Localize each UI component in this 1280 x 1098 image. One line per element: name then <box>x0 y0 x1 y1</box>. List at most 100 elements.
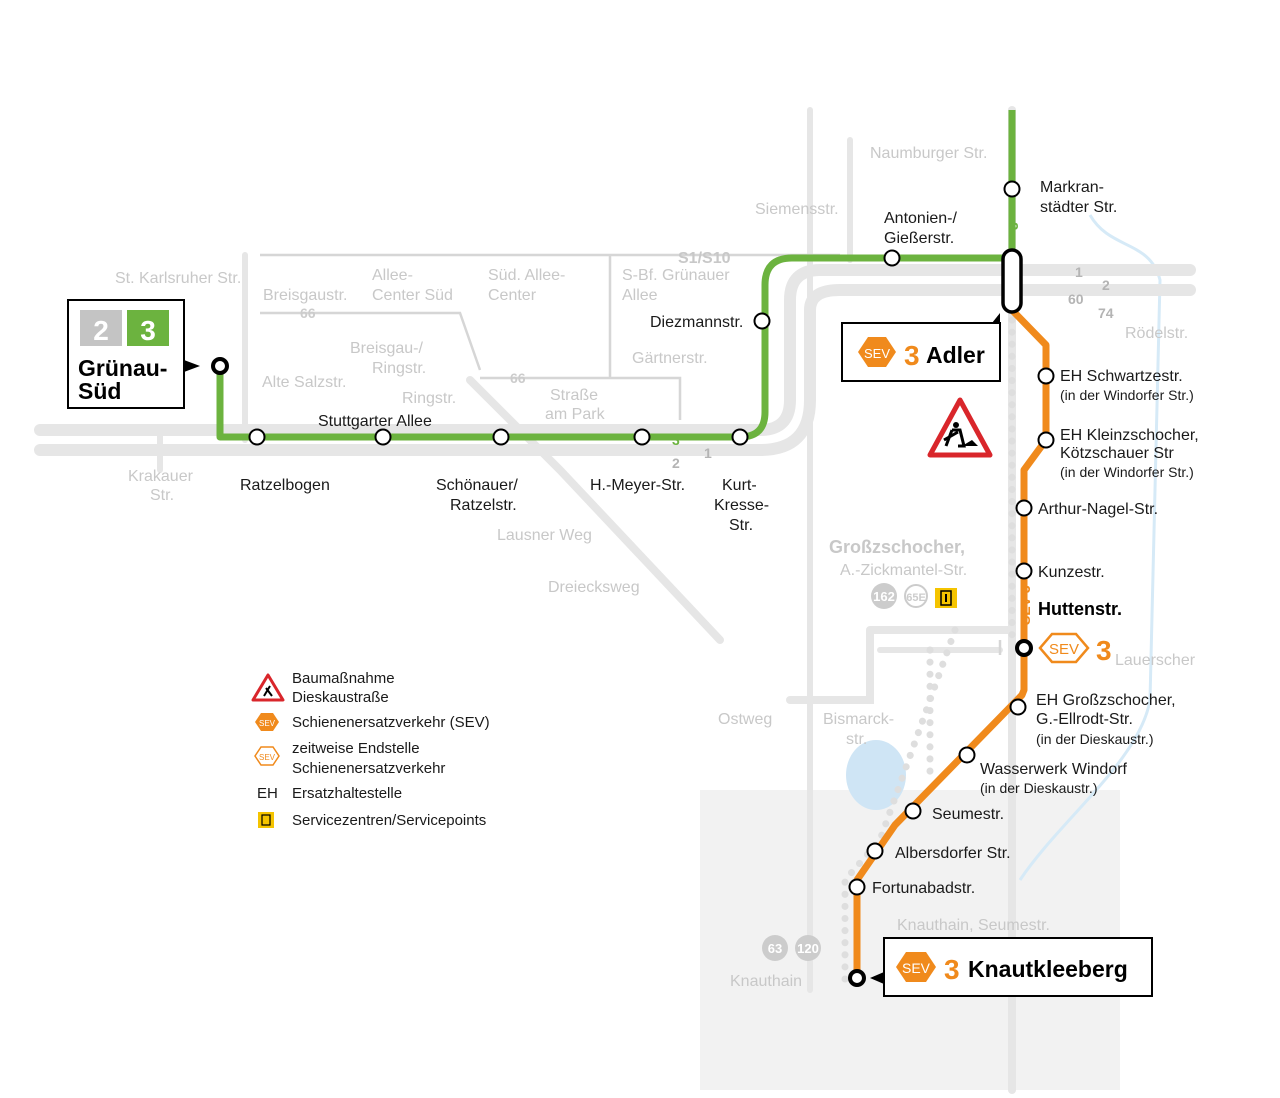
stop-albersdorfer[interactable] <box>866 842 884 860</box>
stop-antonien[interactable] <box>883 249 901 267</box>
stop-arthur-nagel[interactable] <box>1015 499 1033 517</box>
stop-ratzelbogen[interactable] <box>248 428 266 446</box>
service-point-icon <box>935 588 957 608</box>
label-diezmann: Diezmannstr. <box>650 314 743 331</box>
svg-text:Bismarck-: Bismarck- <box>823 711 894 728</box>
svg-text:(in der Windorfer Str.): (in der Windorfer Str.) <box>1060 464 1194 480</box>
svg-text:St. Karlsruher Str.: St. Karlsruher Str. <box>115 270 241 287</box>
svg-text:3: 3 <box>944 954 960 985</box>
stop-fortunabad[interactable] <box>848 878 866 896</box>
svg-text:A.-Zickmantel-Str.: A.-Zickmantel-Str. <box>840 562 967 579</box>
svg-text:66: 66 <box>300 305 316 321</box>
svg-text:Straße: Straße <box>550 387 598 404</box>
stop-seumestr[interactable] <box>904 802 922 820</box>
label-stuttgarter: Stuttgarter Allee <box>318 413 432 430</box>
svg-text:3: 3 <box>1096 635 1112 666</box>
stop-wasserwerk[interactable] <box>958 746 976 764</box>
svg-text:Knauthain: Knauthain <box>730 973 802 990</box>
sev-vertical-marker: SEV 3 <box>1017 585 1033 625</box>
svg-text:3: 3 <box>904 340 920 371</box>
svg-text:66: 66 <box>510 370 526 386</box>
stop-huttenstr[interactable] <box>1015 639 1033 657</box>
svg-text:Lauerscher: Lauerscher <box>1115 652 1196 669</box>
svg-text:2: 2 <box>672 455 680 471</box>
stop-grosszschocher[interactable] <box>1009 698 1027 716</box>
svg-text:EH: EH <box>257 785 278 802</box>
svg-text:Adler: Adler <box>926 342 985 368</box>
stop-stuttgarter-allee[interactable] <box>374 428 392 446</box>
svg-text:2: 2 <box>1102 277 1110 293</box>
svg-text:SEV: SEV <box>1049 641 1079 658</box>
svg-text:Arthur-Nagel-Str.: Arthur-Nagel-Str. <box>1038 501 1158 518</box>
stop-schwartzestr[interactable] <box>1037 367 1055 385</box>
svg-text:Kresse-: Kresse- <box>714 497 769 514</box>
svg-text:EH Kleinzschocher,: EH Kleinzschocher, <box>1060 427 1199 444</box>
stop-kurt-kresse[interactable] <box>731 428 749 446</box>
svg-text:G.-Ellrodt-Str.: G.-Ellrodt-Str. <box>1036 711 1133 728</box>
svg-text:str.: str. <box>846 731 867 748</box>
svg-text:Allee-: Allee- <box>372 267 413 284</box>
line-3-north-marker: 3 <box>1005 222 1021 230</box>
background-labels: St. Karlsruher Str. Breisgaustr. Allee- … <box>115 145 1196 990</box>
svg-text:SEV: SEV <box>259 753 276 762</box>
stop-kunzestr[interactable] <box>1015 562 1033 580</box>
svg-text:Breisgau-/: Breisgau-/ <box>350 340 423 357</box>
terminal-gruenau-sued[interactable]: 2 3 Grünau- Süd <box>67 299 200 409</box>
svg-text:Str.: Str. <box>150 487 174 504</box>
terminal-adler[interactable]: SEV 3 Adler <box>841 313 1001 382</box>
legend-construction-icon <box>251 673 285 702</box>
svg-text:Grünau-: Grünau- <box>78 355 167 381</box>
svg-text:3: 3 <box>140 315 156 346</box>
stop-knautkleeberg[interactable] <box>848 969 866 987</box>
legend-zeitweise-icon: SEV <box>254 746 280 766</box>
svg-text:Kurt-: Kurt- <box>722 477 757 494</box>
background-dotted-bus <box>841 316 1016 994</box>
stop-gruenau-sued[interactable] <box>211 357 229 375</box>
svg-text:1: 1 <box>704 445 712 461</box>
svg-text:Knautkleeberg: Knautkleeberg <box>968 956 1128 982</box>
label-ratzelbogen: Ratzelbogen <box>240 477 330 494</box>
svg-text:1: 1 <box>1075 264 1083 280</box>
svg-text:65E: 65E <box>906 592 926 604</box>
stop-kleinzschocher[interactable] <box>1037 431 1055 449</box>
line-3-labels: Ratzelbogen Stuttgarter Allee Schönauer/… <box>240 179 1117 534</box>
stop-markranstaedter[interactable] <box>1003 180 1021 198</box>
svg-text:S1/S10: S1/S10 <box>678 250 731 267</box>
svg-text:S-Bf. Grünauer: S-Bf. Grünauer <box>622 267 730 284</box>
background-bus-badges: 162 65E 63 120 <box>762 583 928 961</box>
svg-text:Gießerstr.: Gießerstr. <box>884 230 954 247</box>
stop-diezmann[interactable] <box>753 312 771 330</box>
stop-schoenauer[interactable] <box>492 428 510 446</box>
legend: Baumaßnahme Dieskaustraße SEV Schienener… <box>251 670 490 829</box>
svg-text:zeitweise Endstelle: zeitweise Endstelle <box>292 740 420 757</box>
svg-text:Ostweg: Ostweg <box>718 711 772 728</box>
sev-stops <box>848 367 1055 987</box>
label-h-meyer: H.-Meyer-Str. <box>590 477 685 494</box>
adler-station[interactable] <box>1001 248 1023 314</box>
svg-text:am Park: am Park <box>545 406 606 423</box>
svg-text:Markran-: Markran- <box>1040 179 1104 196</box>
svg-text:Rödelstr.: Rödelstr. <box>1125 325 1188 342</box>
lake <box>846 740 906 810</box>
svg-text:Naumburger Str.: Naumburger Str. <box>870 145 987 162</box>
svg-text:Baumaßnahme: Baumaßnahme <box>292 670 395 687</box>
svg-text:Schienenersatzverkehr (SEV): Schienenersatzverkehr (SEV) <box>292 714 490 731</box>
svg-text:(in der Dieskaustr.): (in der Dieskaustr.) <box>980 780 1097 796</box>
svg-text:Schienenersatzverkehr: Schienenersatzverkehr <box>292 760 445 777</box>
background-thin-lines <box>260 253 1002 655</box>
svg-text:SEV: SEV <box>864 346 890 361</box>
svg-text:60: 60 <box>1068 291 1084 307</box>
sev-labels: EH Schwartzestr. (in der Windorfer Str.)… <box>872 368 1199 897</box>
legend-service-icon <box>258 812 274 828</box>
background-network <box>34 106 1196 1094</box>
svg-text:SEV: SEV <box>259 719 276 728</box>
svg-text:Schönauer/: Schönauer/ <box>436 477 518 494</box>
svg-text:Großzschocher,: Großzschocher, <box>829 537 965 557</box>
svg-text:Süd. Allee-: Süd. Allee- <box>488 267 565 284</box>
svg-text:Fortunabadstr.: Fortunabadstr. <box>872 880 975 897</box>
stop-h-meyer[interactable] <box>633 428 651 446</box>
terminal-knautkleeberg[interactable]: SEV 3 Knautkleeberg <box>870 937 1153 997</box>
svg-text:Lausner Weg: Lausner Weg <box>497 527 592 544</box>
svg-text:Servicezentren/Servicepoints: Servicezentren/Servicepoints <box>292 812 486 829</box>
svg-text:Allee: Allee <box>622 287 658 304</box>
